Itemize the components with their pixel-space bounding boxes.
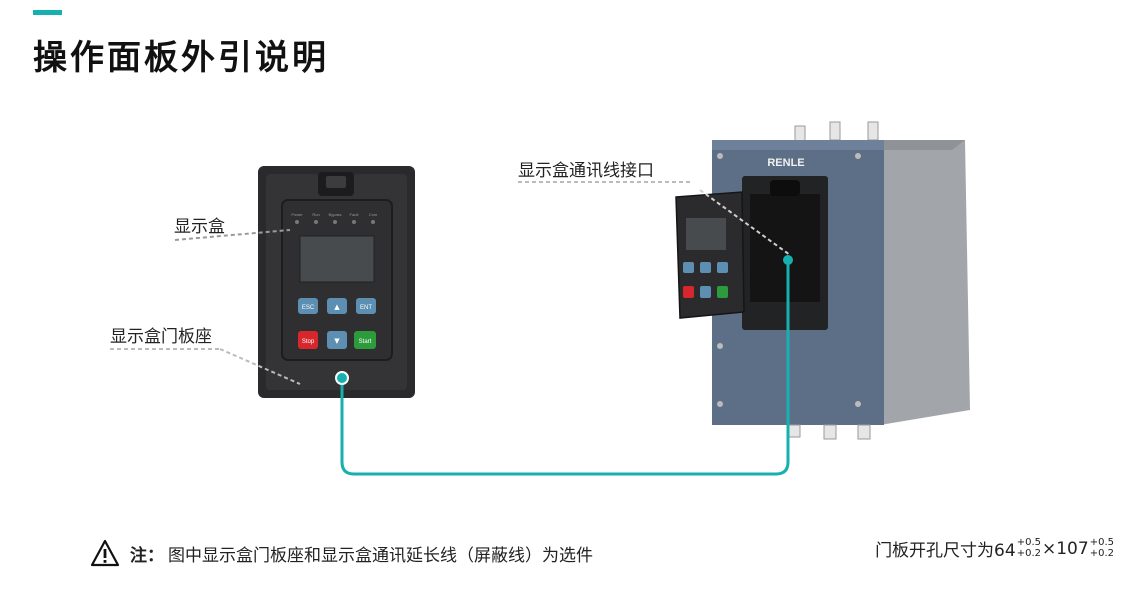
door-mount-pointer	[219, 348, 301, 385]
esc-key	[298, 298, 318, 314]
height-tolerance: +0.5 +0.2	[1090, 537, 1114, 559]
height-tol-upper: +0.5	[1089, 536, 1114, 548]
spec-times-height: ×107	[1042, 538, 1089, 559]
stop-key-label: Stop	[302, 339, 315, 345]
up-key-label: ▲	[334, 303, 340, 311]
extension-cable	[340, 262, 790, 476]
label-comm-port: 显示盒通讯线接口	[518, 161, 654, 181]
stop-key	[298, 331, 318, 349]
note-text: 图中显示盒门板座和显示盒通讯延长线（屏蔽线）为选件	[168, 545, 593, 566]
down-key-label: ▼	[334, 337, 340, 345]
status-leds	[295, 220, 375, 224]
up-key	[327, 298, 347, 314]
brand-logo-text: RENLE	[767, 157, 804, 169]
led-label-run: Run	[312, 212, 319, 217]
display-box: Power Run Bypass Fault Com ESC ▲ ENT Sto…	[281, 199, 393, 361]
lcd-screen	[299, 235, 375, 283]
cable-end-right	[783, 255, 793, 265]
start-key	[354, 331, 376, 349]
ent-key-label: ENT	[360, 305, 372, 311]
label-display-box: 显示盒	[174, 217, 225, 237]
width-tol-lower: +0.2	[1016, 547, 1041, 559]
label-door-mount: 显示盒门板座	[110, 327, 212, 347]
cable-end-left	[335, 371, 349, 385]
spec-prefix: 门板开孔尺寸为64	[875, 541, 1016, 561]
display-box-pointer	[174, 229, 291, 241]
led-label-com: Com	[369, 212, 378, 217]
start-key-label: Start	[359, 339, 372, 345]
note-row: 注： 图中显示盒门板座和显示盒通讯延长线（屏蔽线）为选件	[90, 538, 593, 568]
note-label: 注：	[130, 545, 164, 566]
led-label-bypass: Bypass	[328, 212, 341, 217]
led-label-fault: Fault	[350, 212, 360, 217]
ent-key	[356, 298, 376, 314]
esc-key-label: ESC	[302, 305, 315, 311]
comm-port-pointer	[699, 189, 791, 256]
height-tol-lower: +0.2	[1089, 547, 1114, 559]
accent-bar	[33, 10, 62, 15]
detached-display-box	[675, 191, 745, 319]
width-tol-upper: +0.5	[1016, 536, 1041, 548]
down-key	[327, 331, 347, 349]
soft-starter-device: RENLE	[712, 121, 970, 440]
led-label-power: Power	[291, 212, 303, 217]
width-tolerance: +0.5 +0.2	[1017, 537, 1041, 559]
warning-icon	[90, 539, 120, 567]
cutout-spec: 门板开孔尺寸为64 +0.5 +0.2 ×107 +0.5 +0.2	[875, 536, 1115, 562]
page-title: 操作面板外引说明	[33, 38, 329, 78]
